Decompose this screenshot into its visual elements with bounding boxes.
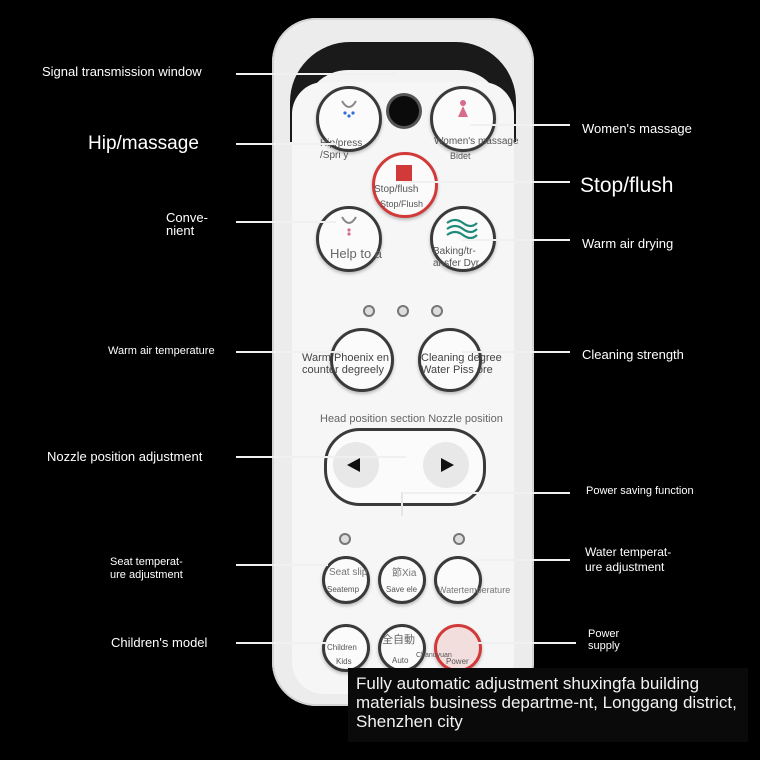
seat-temperature-label: Seat temperat- ure adjustment [110, 556, 183, 581]
women-leader-line [470, 124, 570, 126]
power-saving-leader-line [402, 492, 570, 494]
power-saving-button[interactable] [378, 556, 426, 604]
women-massage-button[interactable] [430, 86, 496, 152]
stop-button-label: Stop/flush [374, 184, 419, 195]
seat-temperature-button[interactable] [322, 556, 370, 604]
warm-leader-line [236, 351, 344, 353]
seat-leader-line [236, 564, 328, 566]
arrow-left-icon [347, 458, 360, 472]
children-button-label: Children [327, 643, 357, 652]
temp-led-2 [397, 305, 409, 317]
convenient-leader-line [236, 221, 336, 223]
water-temperature-label: Water temperat- ure adjustment [585, 545, 672, 574]
stop-flush-button[interactable] [372, 152, 438, 218]
air-wave-icon [446, 218, 478, 239]
water-leader-line [478, 559, 570, 561]
help-button-label: Help to a [330, 246, 383, 261]
water-temperature-button[interactable] [434, 556, 482, 604]
seat-led [339, 533, 351, 545]
front-wash-icon [341, 216, 357, 236]
childrens-model-label: Children's model [111, 635, 208, 650]
power-leader-line [478, 642, 576, 644]
children-button-sublabel: Kids [336, 657, 352, 666]
stop-flush-label: Stop/flush [580, 174, 674, 197]
women-button-sublabel: Bidet [450, 151, 471, 161]
nozzle-leader-line [236, 456, 406, 458]
caption-text: Fully automatic adjustment shuxingfa bui… [348, 668, 748, 742]
warm-air-temperature-label: Warm air temperature [108, 345, 215, 357]
auto-cn-label: 全自動 [382, 634, 415, 646]
warm-air-drying-label: Warm air drying [582, 236, 674, 251]
temp-led-3 [431, 305, 443, 317]
signal-leader-line [236, 73, 396, 75]
arrow-right-icon [441, 458, 454, 472]
stop-button-sublabel: Stop/Flush [380, 199, 424, 209]
water-led [453, 533, 465, 545]
power-saving-label: Power saving function [586, 485, 694, 497]
hip-button-label: Hip/press /Spri y [320, 138, 363, 161]
warm-button-label: Warm Phoenix en counter degreely [302, 352, 390, 376]
cleaning-strength-button[interactable] [418, 328, 482, 392]
hip-leader-line [236, 143, 336, 145]
drying-leader-line [462, 239, 570, 241]
signal-window-label: Signal transmission window [42, 64, 202, 79]
convenient-button[interactable] [316, 206, 382, 272]
auto-button-label: Auto [392, 656, 409, 665]
nozzle-forward-button[interactable] [423, 442, 469, 488]
signal-window [389, 96, 419, 126]
nozzle-position-label: Nozzle position adjustment [47, 449, 203, 464]
stop-leader-line [402, 181, 570, 183]
save-button-label: 節Xia [392, 568, 417, 579]
water-button-label: Watertemperature [438, 585, 511, 595]
cleaning-leader-line [462, 351, 570, 353]
cleaning-button-label: Cleaning degree Water Piss ore [421, 352, 502, 376]
hip-massage-label: Hip/massage [88, 133, 199, 154]
temp-led-1 [363, 305, 375, 317]
seat-button-label: Seat slip [329, 567, 368, 578]
save-button-sublabel: Save ele [386, 585, 418, 594]
power-cn-label: Chanuyuan [416, 652, 452, 659]
power-supply-label: Power supply [588, 628, 620, 652]
nozzle-section-label: Head position section Nozzle position [320, 413, 503, 425]
womens-massage-label: Women's massage [582, 121, 692, 136]
nozzle-back-button[interactable] [333, 442, 379, 488]
female-figure-icon [458, 100, 468, 117]
women-button-label: Women's massage [434, 136, 519, 147]
stop-square-icon [396, 165, 412, 181]
children-mode-button[interactable] [322, 624, 370, 672]
baking-button-label: Baking/tr- ansfer Dyr [433, 246, 480, 269]
cleaning-strength-label: Cleaning strength [582, 347, 684, 362]
power-button-label: Power [446, 657, 469, 666]
children-leader-line [236, 642, 328, 644]
convenient-label: Conve- nient [166, 210, 208, 238]
seat-button-sublabel: Seatemp [327, 585, 360, 594]
warm-air-temperature-button[interactable] [330, 328, 394, 392]
power-saving-leader-drop [401, 492, 403, 516]
hip-button[interactable] [316, 86, 382, 152]
hip-wash-icon [341, 100, 357, 118]
